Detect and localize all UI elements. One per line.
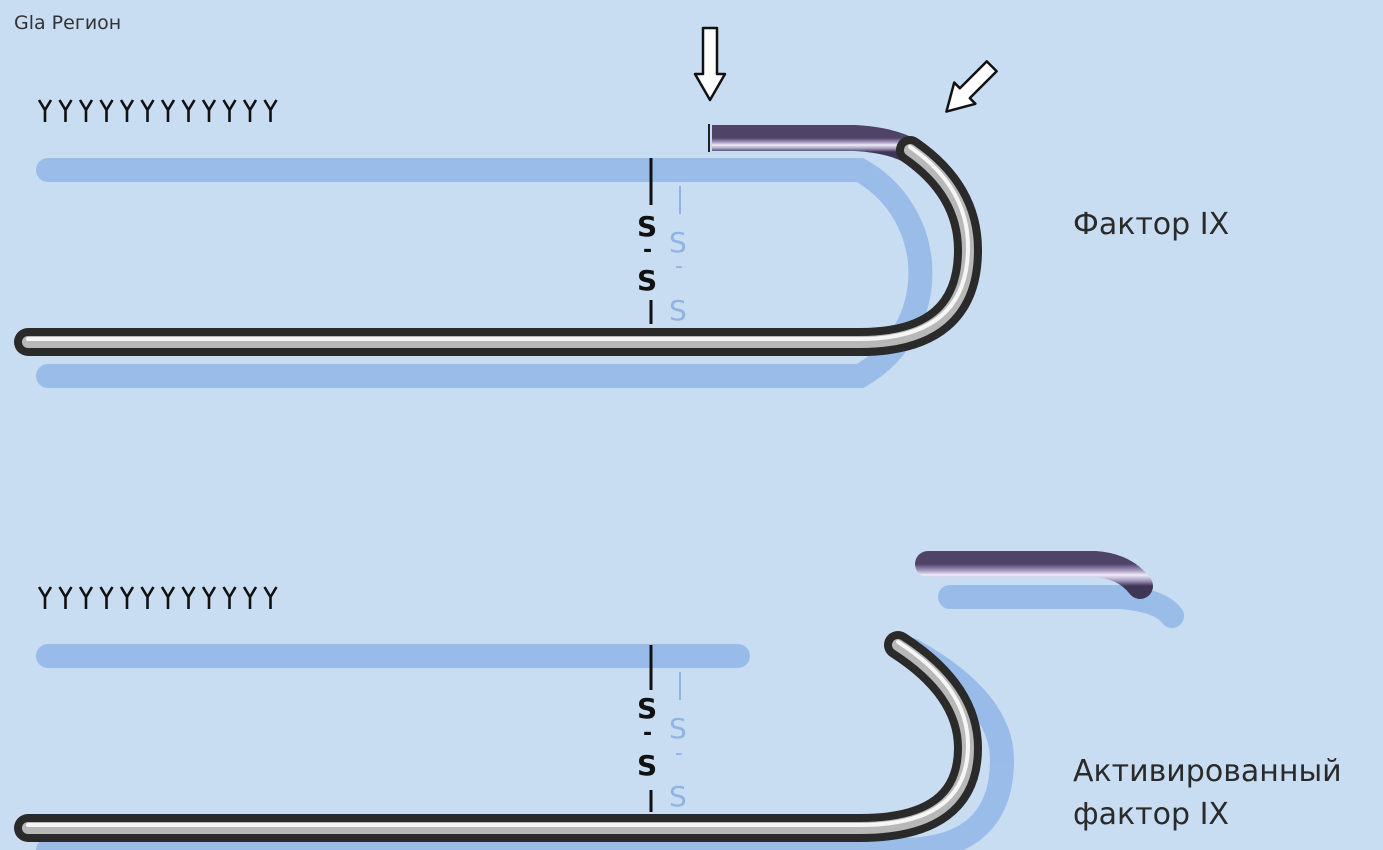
gla-residue-icon [244, 587, 256, 609]
gla-residue-icon [265, 587, 277, 609]
gla-residue-icon [39, 587, 51, 609]
s-bond: - [675, 254, 683, 279]
gla-region-label: Gla Регион [14, 12, 121, 34]
gla-residue-icon [142, 100, 154, 122]
s-bond: - [643, 238, 652, 263]
gla-residue-icon [162, 100, 174, 122]
s-bond: - [643, 721, 652, 746]
factor-ix-molecule: S - S S - S [28, 28, 1002, 376]
gla-residue-icon [121, 587, 133, 609]
released-peptide [928, 564, 1140, 586]
factor-ix-label: Фактор IX [1073, 207, 1229, 242]
gla-residue-icon [60, 100, 72, 122]
gla-residue-icon [265, 100, 277, 122]
gla-residue-icon [244, 100, 256, 122]
gla-residue-icon [183, 587, 195, 609]
activation-peptide [712, 138, 912, 152]
gla-residue-icon [162, 587, 174, 609]
disulfide-bridge-bottom: S - S S - S [637, 645, 687, 813]
disulfide-bridge-top: S - S S - S [637, 158, 687, 327]
gla-residue-icon [101, 100, 113, 122]
s-atom: S [637, 264, 657, 297]
s-bond: - [675, 741, 683, 766]
gla-residue-icon [80, 587, 92, 609]
gla-residue-icon [121, 100, 133, 122]
gla-residues-top [39, 100, 277, 122]
arrow-down-icon [695, 28, 725, 100]
gla-residue-icon [203, 100, 215, 122]
gla-residues-bottom [39, 587, 277, 609]
gla-residue-icon [60, 587, 72, 609]
s-atom: S [669, 294, 687, 327]
s-atom: S [637, 749, 657, 782]
heavy-chain-bottom [28, 645, 968, 828]
gla-residue-icon [203, 587, 215, 609]
gla-residue-icon [224, 100, 236, 122]
activated-factor-label-line1: Активированный [1073, 754, 1342, 789]
arrow-diagonal-icon [936, 56, 1002, 122]
gla-residue-icon [224, 587, 236, 609]
gla-residue-icon [101, 587, 113, 609]
activated-factor-label-line2: фактор IX [1073, 797, 1229, 832]
gla-residue-icon [39, 100, 51, 122]
gla-residue-icon [80, 100, 92, 122]
s-atom: S [669, 780, 687, 813]
activated-factor-ix-molecule: S - S S - S [28, 564, 1172, 850]
gla-residue-icon [183, 100, 195, 122]
gla-residue-icon [142, 587, 154, 609]
